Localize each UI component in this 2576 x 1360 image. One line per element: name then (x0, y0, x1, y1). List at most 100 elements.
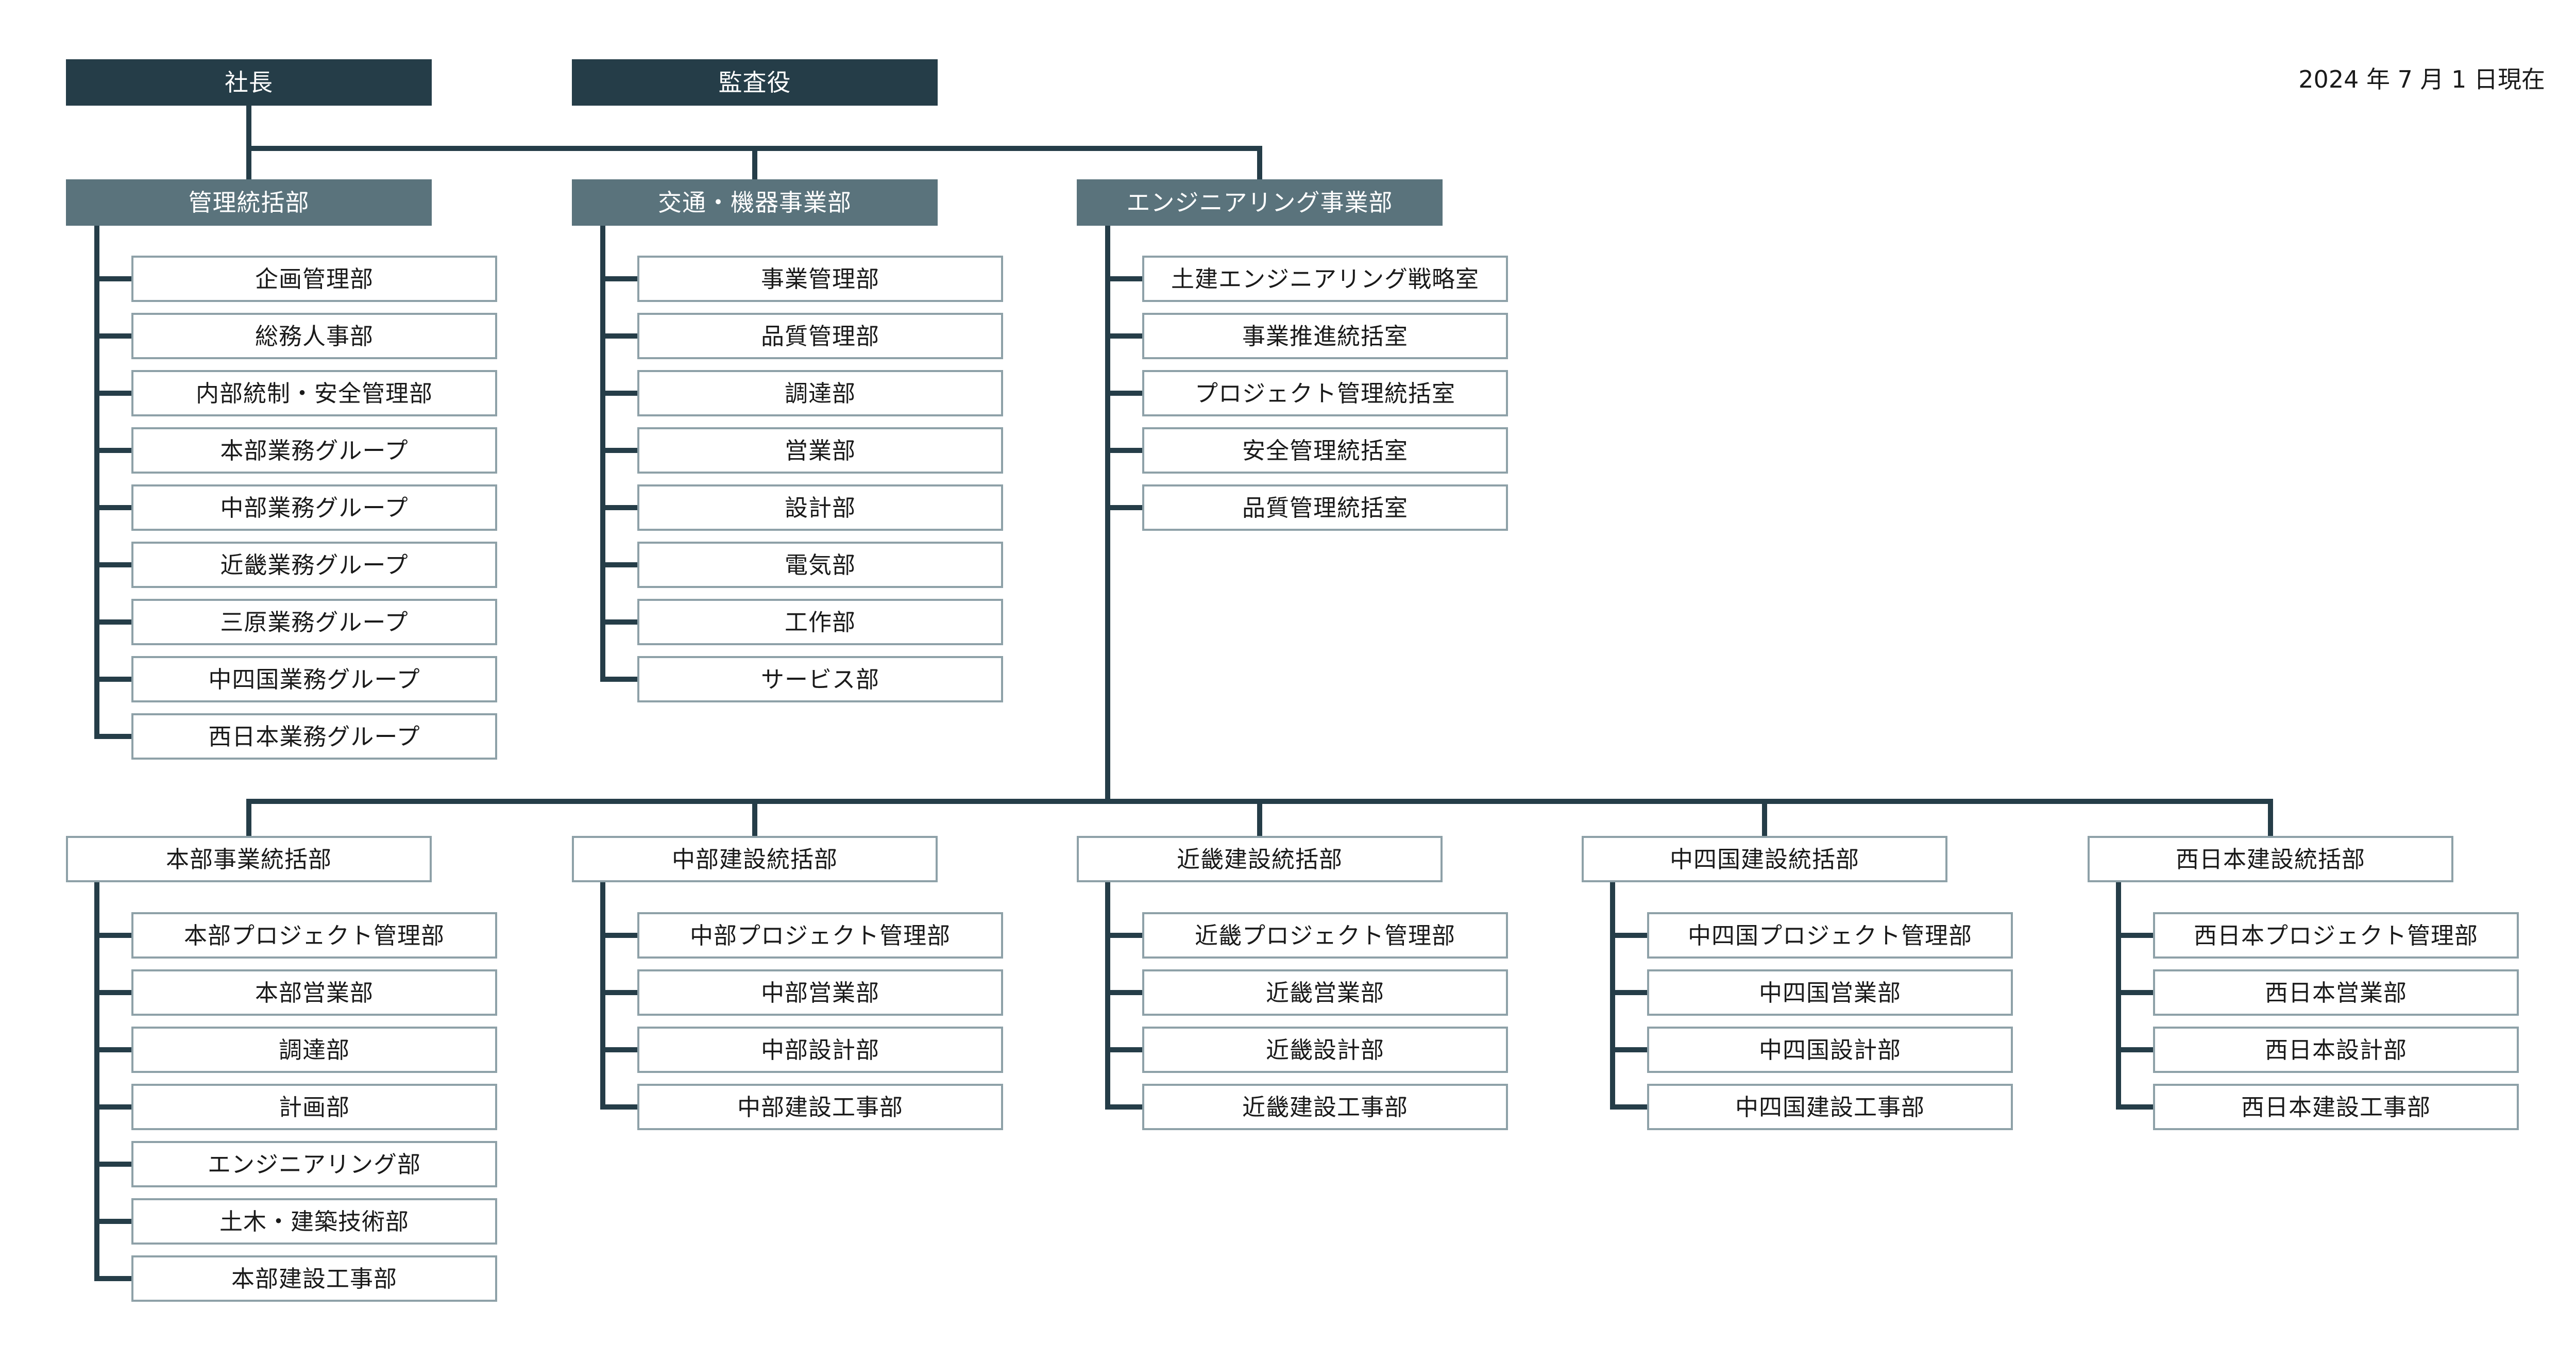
regional-division-5-dept-1-label: 西日本プロジェクト管理部 (2193, 921, 2478, 949)
division-2-dept-4: 営業部 (637, 427, 1003, 474)
division-3-box-label: エンジニアリング事業部 (1126, 189, 1393, 216)
regional-division-2-branch-4 (600, 1104, 637, 1110)
regional-division-1-dept-5-label: エンジニアリング部 (207, 1150, 421, 1178)
division-2-dept-6: 電気部 (637, 542, 1003, 588)
division-1-dept-1-label: 企画管理部 (255, 265, 374, 293)
regional-division-1-trunk (94, 882, 99, 1281)
regional-division-1-dept-2: 本部営業部 (131, 969, 497, 1016)
regional-division-2-branch-1 (600, 933, 637, 938)
division-drop-1 (752, 146, 757, 179)
regional-division-1-dept-3-label: 調達部 (278, 1036, 350, 1064)
as-of-date: 2024 年 7 月 1 日現在 (2298, 65, 2545, 93)
division-1-dept-5: 中部業務グループ (131, 484, 497, 531)
division-2-dept-7-label: 工作部 (784, 608, 856, 636)
regional-division-5-branch-4 (2116, 1104, 2153, 1110)
division-1-branch-8 (94, 677, 131, 682)
division-1-dept-1: 企画管理部 (131, 256, 497, 302)
division-2-dept-2: 品質管理部 (637, 313, 1003, 359)
division-1-dept-7: 三原業務グループ (131, 599, 497, 645)
division-1-dept-5-label: 中部業務グループ (220, 494, 409, 522)
regional-division-4-dept-1: 中四国プロジェクト管理部 (1647, 912, 2013, 959)
regional-drop-5 (2268, 801, 2273, 836)
division-1-dept-9-label: 西日本業務グループ (208, 723, 420, 750)
regional-division-4-branch-1 (1610, 933, 1647, 938)
regional-division-1-box: 本部事業統括部 (66, 836, 432, 882)
division-3-dept-5: 品質管理統括室 (1142, 484, 1508, 531)
division-3-dept-2-label: 事業推進統括室 (1242, 322, 1408, 350)
regional-division-1-branch-2 (94, 990, 131, 995)
regional-division-5-box-label: 西日本建設統括部 (2175, 845, 2365, 873)
division-3-branch-2 (1105, 333, 1142, 339)
regional-division-3-branch-1 (1105, 933, 1142, 938)
regional-division-4-dept-4: 中四国建設工事部 (1647, 1084, 2013, 1130)
regional-division-3-dept-3: 近畿設計部 (1142, 1027, 1508, 1073)
regional-division-2-trunk (600, 882, 605, 1110)
division-2-dept-7: 工作部 (637, 599, 1003, 645)
division-2-branch-4 (600, 448, 637, 453)
regional-division-3-dept-2-label: 近畿営業部 (1265, 979, 1384, 1006)
auditor-box-label: 監査役 (718, 69, 791, 96)
division-3-dept-3-label: プロジェクト管理統括室 (1194, 379, 1455, 407)
regional-division-2-branch-3 (600, 1047, 637, 1052)
regional-division-3-dept-4-label: 近畿建設工事部 (1242, 1093, 1408, 1121)
division-2-dept-8-label: サービス部 (760, 665, 879, 693)
regional-division-2-box-label: 中部建設統括部 (671, 845, 838, 873)
division-1-branch-2 (94, 333, 131, 339)
regional-division-1-dept-7-label: 本部建設工事部 (231, 1265, 397, 1292)
regional-division-1-dept-4-label: 計画部 (278, 1093, 350, 1121)
regional-division-4-dept-4-label: 中四国建設工事部 (1735, 1093, 1925, 1121)
regional-drop-3 (1257, 801, 1262, 836)
regional-division-1-branch-3 (94, 1047, 131, 1052)
regional-division-3-dept-4: 近畿建設工事部 (1142, 1084, 1508, 1130)
division-3-box: エンジニアリング事業部 (1077, 179, 1443, 226)
regional-division-1-box-label: 本部事業統括部 (165, 845, 332, 873)
division-1-branch-1 (94, 276, 131, 281)
division-2-dept-6-label: 電気部 (784, 551, 856, 579)
division-drop-2 (1257, 146, 1262, 179)
division-1-dept-7-label: 三原業務グループ (220, 608, 409, 636)
regional-division-3-box: 近畿建設統括部 (1077, 836, 1443, 882)
division-2-dept-1-label: 事業管理部 (760, 265, 879, 293)
regional-division-1-dept-5: エンジニアリング部 (131, 1141, 497, 1187)
division-3-trunk (1105, 226, 1110, 801)
division-1-dept-6: 近畿業務グループ (131, 542, 497, 588)
division-2-dept-5-label: 設計部 (784, 494, 856, 522)
division-2-branch-7 (600, 619, 637, 625)
division-2-dept-8: サービス部 (637, 656, 1003, 702)
division-2-dept-2-label: 品質管理部 (760, 322, 879, 350)
regional-division-1-branch-6 (94, 1219, 131, 1224)
regional-division-5-dept-2: 西日本営業部 (2153, 969, 2519, 1016)
regional-division-5-dept-4: 西日本建設工事部 (2153, 1084, 2519, 1130)
regional-division-1-dept-1-label: 本部プロジェクト管理部 (183, 921, 445, 949)
division-1-branch-7 (94, 619, 131, 625)
regional-division-5-box: 西日本建設統括部 (2088, 836, 2453, 882)
regional-division-5-branch-3 (2116, 1047, 2153, 1052)
division-1-dept-4-label: 本部業務グループ (220, 436, 409, 464)
division-2-box-label: 交通・機器事業部 (658, 189, 852, 216)
regional-division-3-dept-1-label: 近畿プロジェクト管理部 (1194, 921, 1455, 949)
division-3-dept-1-label: 土建エンジニアリング戦略室 (1171, 265, 1479, 293)
division-2-branch-8 (600, 677, 637, 682)
regional-division-4-box-label: 中四国建設統括部 (1669, 845, 1859, 873)
division-2-branch-1 (600, 276, 637, 281)
division-1-branch-9 (94, 734, 131, 739)
division-2-dept-1: 事業管理部 (637, 256, 1003, 302)
regional-division-3-trunk (1105, 882, 1110, 1110)
division-1-dept-8: 中四国業務グループ (131, 656, 497, 702)
regional-division-1-branch-4 (94, 1104, 131, 1110)
regional-division-4-branch-4 (1610, 1104, 1647, 1110)
division-2-dept-5: 設計部 (637, 484, 1003, 531)
regional-division-3-branch-3 (1105, 1047, 1142, 1052)
division-2-branch-3 (600, 391, 637, 396)
regional-division-2-dept-3: 中部設計部 (637, 1027, 1003, 1073)
regional-division-4-branch-2 (1610, 990, 1647, 995)
regional-division-4-dept-1-label: 中四国プロジェクト管理部 (1687, 921, 1972, 949)
division-3-branch-3 (1105, 391, 1142, 396)
division-1-dept-6-label: 近畿業務グループ (220, 551, 409, 579)
division-3-dept-2: 事業推進統括室 (1142, 313, 1508, 359)
regional-division-2-dept-3-label: 中部設計部 (760, 1036, 879, 1064)
regional-division-5-dept-2-label: 西日本営業部 (2264, 979, 2407, 1006)
regional-division-1-dept-2-label: 本部営業部 (255, 979, 374, 1006)
division-2-branch-5 (600, 505, 637, 510)
division-1-branch-3 (94, 391, 131, 396)
